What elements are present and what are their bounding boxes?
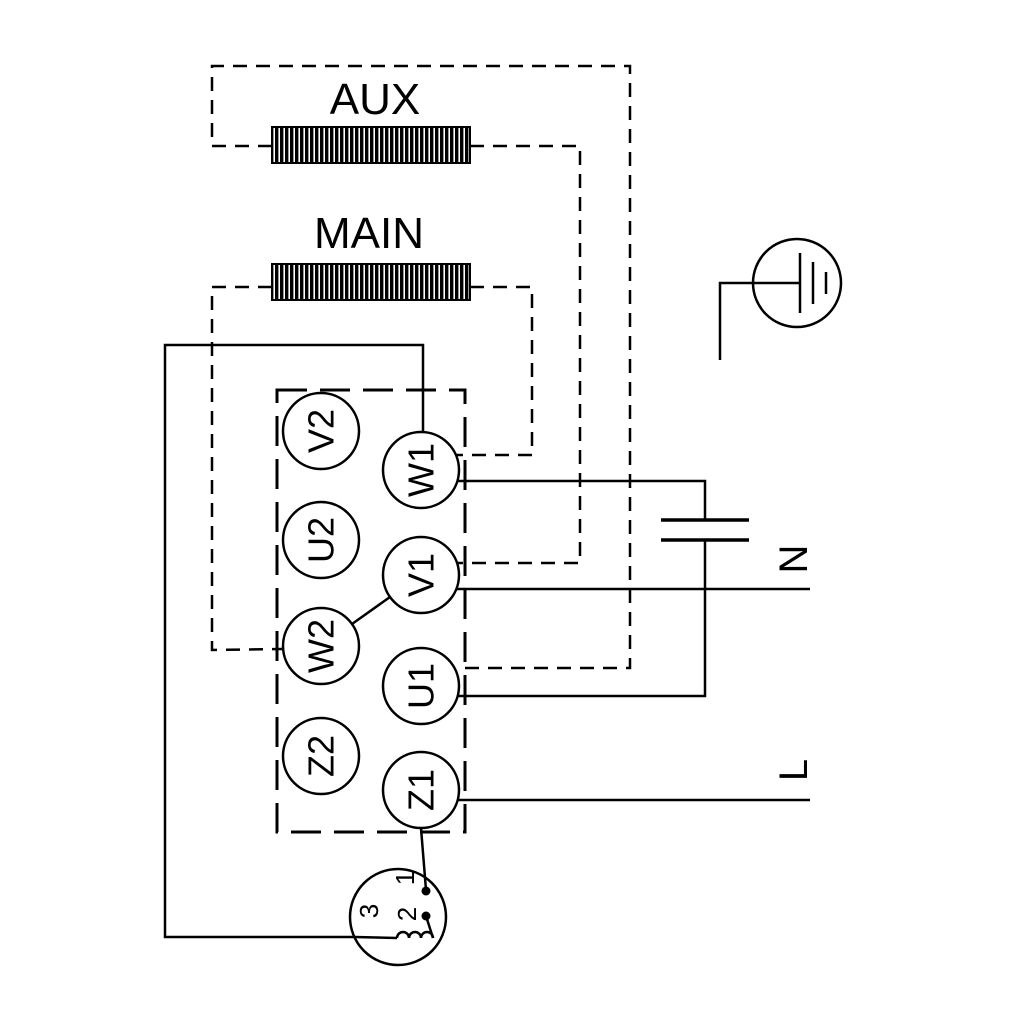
main-winding: MAIN [271,209,471,301]
terminal-z1: Z1 [381,750,461,830]
z1-to-protector-wire [419,827,428,891]
terminal-v2-circle [281,391,361,471]
terminal-u1-circle [381,646,461,726]
terminal-v1-label: V1 [401,553,442,597]
aux-winding-coil [271,126,471,164]
aux-winding: AUX [271,75,471,164]
protector-terminal-3-label: 3 [354,904,384,918]
terminal-v2: V2 [281,391,361,471]
terminal-z2-label: Z2 [301,735,342,777]
main-winding-label: MAIN [314,209,424,258]
main-winding-left-dashed-wire [210,285,284,652]
terminal-w2: W2 [281,606,361,686]
terminal-z2: Z2 [281,716,361,796]
protector-terminal-2-label: 2 [392,907,422,921]
protector-heater-coil [395,930,435,939]
protector-contact-1-dot [421,886,431,896]
protector-terminal-1-label: 1 [390,871,420,885]
thermal-protector: 1 2 3 [348,827,448,967]
terminal-w2-circle [281,606,361,686]
terminal-u2: U2 [281,500,361,580]
terminal-u1: U1 [381,646,461,726]
terminal-u2-circle [281,500,361,580]
main-winding-right-dashed-wire [456,285,534,457]
terminal-z2-circle [281,716,361,796]
terminal-u1-label: U1 [401,663,442,709]
terminal-w1: W1 [381,430,461,510]
capacitor [661,518,749,542]
neutral-label: N [772,545,816,574]
terminal-w1-circle [381,430,461,510]
terminal-box-outline [275,388,467,834]
terminal-z1-label: Z1 [401,769,442,811]
w1-to-protector-wire [163,343,425,939]
capacitor-to-u1-wire [458,541,707,698]
w1-to-capacitor-wire [457,479,707,519]
terminal-v2-label: V2 [301,409,342,453]
aux-winding-label: AUX [330,75,420,124]
protector-contact-3-lead [354,935,398,940]
main-winding-coil [271,263,471,301]
terminal-w2-label: W2 [301,619,342,673]
terminal-v1-circle [381,535,461,615]
line-label: L [772,759,816,781]
aux-winding-outer-dashed-wire [210,64,632,670]
aux-winding-inner-dashed-wire [457,144,582,565]
terminal-w1-label: W1 [401,443,442,497]
terminal-v1: V1 [381,535,461,615]
terminal-u2-label: U2 [301,517,342,563]
ground-symbol [718,237,843,360]
w2-to-v1-jumper-wire [351,595,391,626]
ground-stub-wire [718,281,753,360]
